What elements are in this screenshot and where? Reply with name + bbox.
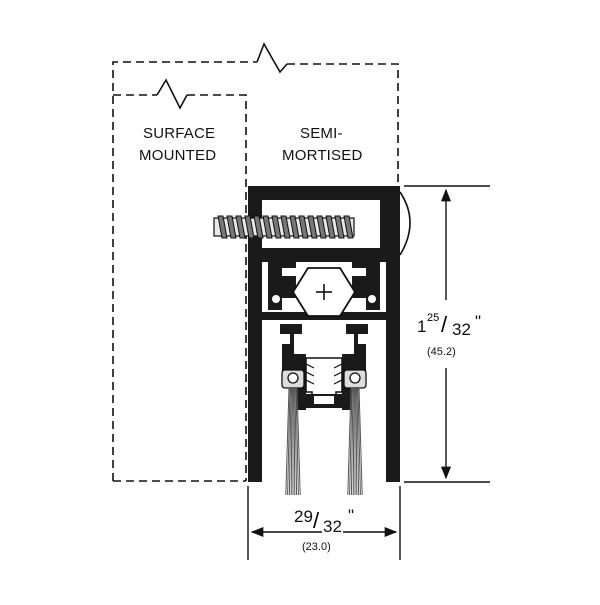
width-dimension-label: 29 / 32 " (23.0) — [288, 504, 368, 556]
brush-bristle — [287, 387, 291, 496]
semi-label-line2: MORTISED — [282, 147, 363, 164]
brush-bristle — [358, 387, 363, 496]
width-denominator: 32 — [322, 517, 343, 536]
brush-bristle — [294, 387, 298, 496]
brush-bristle — [350, 387, 354, 496]
brush-bristle — [293, 387, 296, 496]
screw-thread — [343, 215, 354, 239]
hex-nut — [291, 267, 357, 317]
height-whole: 1 — [417, 317, 427, 336]
brush-bristle — [290, 387, 293, 496]
brush-bristle — [285, 387, 290, 496]
screw-thread — [307, 215, 318, 239]
screw-thread — [325, 215, 336, 239]
screw-thread — [289, 215, 300, 239]
break-symbol-inner — [156, 78, 188, 110]
screw-thread — [271, 215, 282, 239]
brush-bristle — [347, 387, 352, 496]
height-unit: " — [475, 312, 482, 331]
height-numerator: 25 — [427, 312, 440, 324]
break-symbol-outer — [256, 42, 288, 74]
width-numerator: 29 — [294, 507, 313, 526]
screw-thread — [334, 215, 345, 239]
screw-thread — [298, 215, 309, 239]
height-slash: / — [441, 312, 448, 337]
height-metric: (45.2) — [427, 346, 456, 358]
brush-bristle — [356, 387, 360, 496]
height-denominator: 32 — [452, 320, 471, 339]
brush-left — [281, 369, 305, 496]
surface-label-line2: MOUNTED — [139, 147, 217, 164]
semi-mortised-outline — [113, 94, 247, 481]
brush-bristle — [355, 387, 358, 496]
width-slash: / — [313, 508, 320, 533]
brush-right — [343, 369, 367, 496]
brush-bristle — [296, 387, 301, 496]
brush-bristle — [288, 387, 292, 496]
screw-thread — [316, 215, 327, 239]
surface-mounted-outline — [112, 61, 399, 482]
adjustment-screw — [213, 215, 355, 239]
width-unit: " — [348, 506, 355, 525]
brush-bristle — [295, 387, 299, 496]
width-metric: (23.0) — [302, 541, 331, 553]
screw-thread — [253, 215, 264, 239]
height-dimension — [404, 185, 490, 483]
screw-thread — [244, 215, 255, 239]
screw-thread — [235, 215, 246, 239]
semi-label-line1: SEMI- — [300, 125, 343, 142]
brush-bristle — [352, 387, 355, 496]
brush-bristle — [357, 387, 361, 496]
brush-bristle — [349, 387, 353, 496]
screw-thread — [226, 215, 237, 239]
screw-thread — [217, 215, 228, 239]
surface-label-line1: SURFACE — [143, 125, 216, 142]
screw-thread — [262, 215, 273, 239]
height-dimension-label: 1 25 / 32 " (45.2) — [413, 310, 493, 366]
screw-thread — [280, 215, 291, 239]
